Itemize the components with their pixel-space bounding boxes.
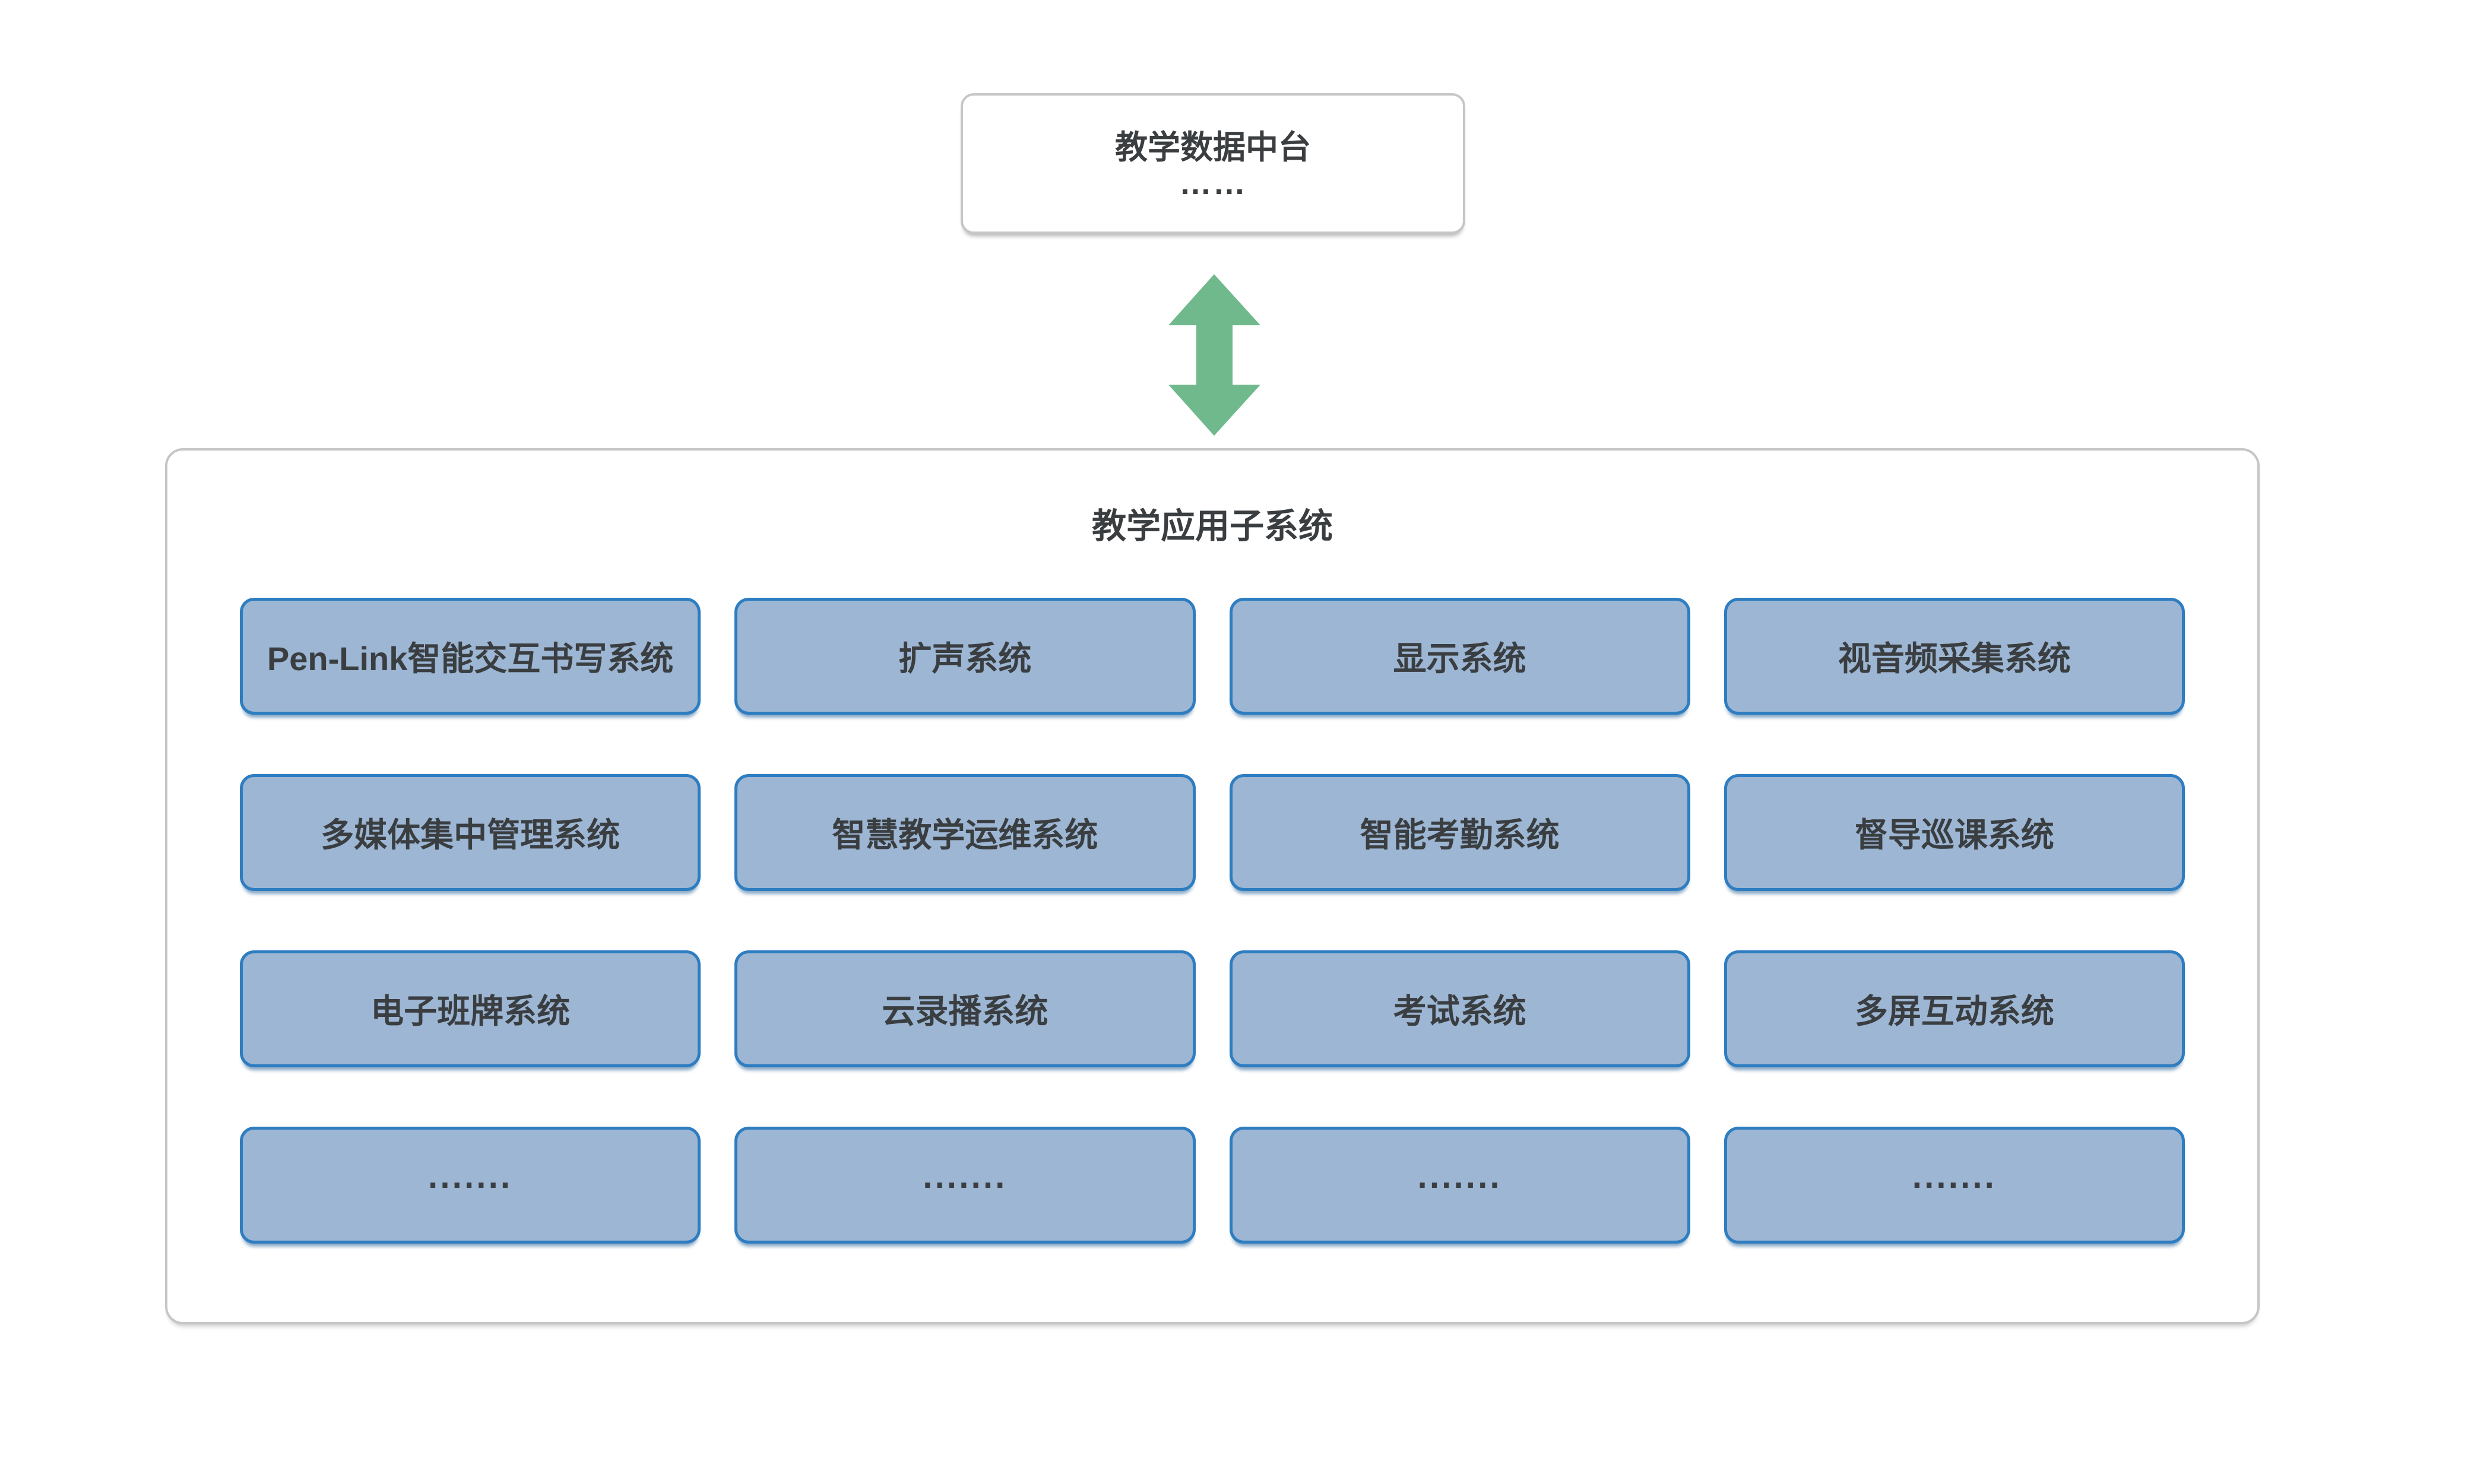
subsystem-panel-title: 教学应用子系统 xyxy=(1091,507,1333,546)
subsystem-box-placeholder-1: ······· xyxy=(240,1126,701,1244)
subsystem-box-display: 显示系统 xyxy=(1229,597,1690,715)
subsystem-box-cloud-recording: 云录播系统 xyxy=(734,950,1196,1067)
subsystem-grid: Pen-Link智能交互书写系统 扩声系统 显示系统 视音频采集系统 多媒体集中… xyxy=(240,597,2185,1244)
subsystem-box-av-capture: 视音频采集系统 xyxy=(1724,597,2185,715)
subsystem-box-placeholder-3: ······· xyxy=(1229,1126,1690,1244)
subsystem-box-supervision-patrol: 督导巡课系统 xyxy=(1724,773,2185,891)
subsystem-box-multiscreen-interaction: 多屏互动系统 xyxy=(1724,950,2185,1067)
up-down-arrow-icon xyxy=(1168,274,1260,436)
subsystem-box-placeholder-4: ······· xyxy=(1724,1126,2185,1244)
subsystem-panel: 教学应用子系统 Pen-Link智能交互书写系统 扩声系统 显示系统 视音频采集… xyxy=(165,448,2260,1324)
subsystem-box-smart-attendance: 智能考勤系统 xyxy=(1229,773,1690,891)
subsystem-box-penlink-writing: Pen-Link智能交互书写系统 xyxy=(240,597,701,715)
up-down-arrow-shape xyxy=(1168,274,1260,436)
subsystem-box-placeholder-2: ······· xyxy=(734,1126,1196,1244)
data-platform-box: 教学数据中台 …… xyxy=(961,93,1465,234)
subsystem-box-sound-reinforcement: 扩声系统 xyxy=(734,597,1196,715)
data-platform-ellipsis: …… xyxy=(1179,164,1247,201)
subsystem-box-examination: 考试系统 xyxy=(1229,950,1690,1067)
subsystem-box-eclass-sign: 电子班牌系统 xyxy=(240,950,701,1067)
subsystem-box-smart-teaching-ops: 智慧教学运维系统 xyxy=(734,773,1196,891)
subsystem-box-multimedia-management: 多媒体集中管理系统 xyxy=(240,773,701,891)
data-platform-title: 教学数据中台 xyxy=(1114,128,1311,166)
